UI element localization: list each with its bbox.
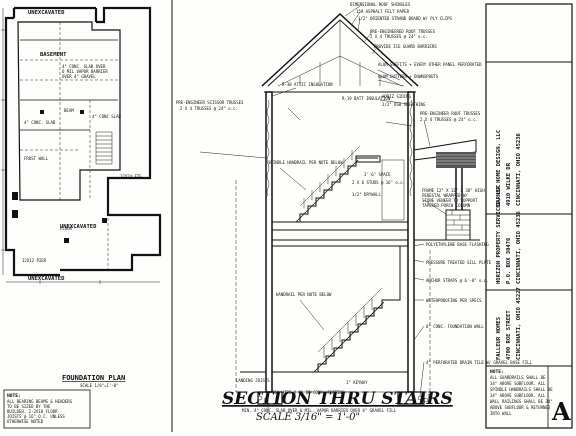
foundation-plan: 4" CONC. SLAB OVER 6 MIL VAPOR BARRIER O… xyxy=(1,0,173,432)
firm3-name: FALLEUR HOMES xyxy=(496,317,502,360)
callout-handrail: HANDRAIL PER NOTE BELOW xyxy=(276,292,332,297)
svg-text:12X12 PIER: 12X12 PIER xyxy=(22,258,47,263)
section-drawing: DIMENSIONAL ROOF SHINGLES 15# ASPHALT FE… xyxy=(176,2,533,423)
callout-alum-soffits: ALUM SOFFITS + EVERY OTHER PANEL PERFORA… xyxy=(378,62,482,67)
firm2-address: P.O. BOX 30476 xyxy=(506,237,512,284)
svg-text:FROST WALL: FROST WALL xyxy=(24,156,49,161)
callout-anchor-straps: ANCHOR STRAPS @ 6'-0" o.c. xyxy=(426,278,489,283)
firm1-name: GARNER HOME DESIGN, LLC xyxy=(496,130,502,206)
foundation-note-title: NOTE: xyxy=(7,393,21,399)
foundation-note-line: ALL BEARING BEAMS & HEADERS xyxy=(7,399,73,404)
section-title: SECTION THRU STAIRS xyxy=(222,389,453,409)
svg-text:4" CONC SLAB: 4" CONC SLAB xyxy=(92,114,121,119)
section-scale: SCALE 3/16" = 1'-0" xyxy=(256,412,360,423)
callout-porch-pedestal: FRAME 12" X 12" X 30" HIGH PEDESTAL WRAP… xyxy=(422,188,487,208)
titleblock-note-line: WALL RAILINGS SHALL BE 34" xyxy=(490,399,553,404)
callout-osb-sheathing: 1/2" OSB SHEATHING xyxy=(382,102,426,107)
label-unexcavated-right: UNEXCAVATED xyxy=(60,224,97,230)
callout-osb-roof: 1/2" ORIENTED STRAND BOARD W/ PLY CLIPS xyxy=(358,16,453,21)
callout-alum-gutters: ALUM GUTTERS + DOWNSPOUTS xyxy=(378,74,439,79)
callout-base-flashing: POLYETHYLENE BASE FLASHING xyxy=(426,242,489,247)
svg-text:BEAM: BEAM xyxy=(64,108,74,113)
firm1-address: 4910 WILKE DR xyxy=(506,162,512,206)
svg-text:FLOOR: FLOOR xyxy=(60,226,73,231)
callout-felt-paper: 15# ASPHALT FELT PAPER xyxy=(356,9,410,14)
callout-porch-trusses: PRE-ENGINEER ROOF TRUSSES xyxy=(420,111,481,116)
foundation-plan-title: FOUNDATION PLAN xyxy=(62,374,125,382)
titleblock-note-line: INTO WALL xyxy=(490,411,512,416)
label-unexcavated-top: UNEXCAVATED xyxy=(28,10,65,16)
callout-studs: 2 X 6 STUDS @ 16" o.c. xyxy=(352,180,405,185)
callout-truss-spacing: 2 X 4 TRUSSES @ 24" o.c. xyxy=(370,34,428,39)
svg-text:6 MIL VAPOR BARRIER: 6 MIL VAPOR BARRIER xyxy=(62,69,108,74)
callout-sill-plate: PRESSURE TREATED SILL PLATE xyxy=(426,260,492,265)
title-block: GARNER HOME DESIGN, LLC 4910 WILKE DR CI… xyxy=(485,3,573,429)
svg-text:OVER 4" GRAVEL: OVER 4" GRAVEL xyxy=(62,74,96,79)
svg-text:4" CONC. SLAB: 4" CONC. SLAB xyxy=(24,120,56,125)
label-basement: BASEMENT xyxy=(40,52,67,58)
titleblock-note-line: 34" ABOVE SUBFLOOR. ALL xyxy=(490,381,546,386)
titleblock-note-line: ABOVE SUBFLOOR & RETURNED xyxy=(490,405,551,410)
callout-attic-insulation: R-38 ATTIC INSULATION xyxy=(282,82,333,87)
callout-ice-guard: PROVIDE ICE GUARD BARRIERS xyxy=(374,44,437,49)
foundation-note-line: TO BE SIZED BY THE xyxy=(7,404,51,409)
sheet-number: A xyxy=(551,397,571,426)
callout-concrete-footing: 16" WIDE X 8" DP CONC. FOOTING xyxy=(272,390,345,395)
titleblock-note-line: ALL GUARDRAILS SHALL BE xyxy=(490,375,546,380)
firm1-city: CINCINNATI, OHIO 45236 xyxy=(516,132,522,206)
svg-text:4" CONC. SLAB OVER: 4" CONC. SLAB OVER xyxy=(62,64,106,69)
titleblock-note-line: SPINDLE HANDRAILS SHALL BE xyxy=(490,387,553,392)
firm2-name: HORIZON PROPERTY SERVICES, LLC xyxy=(496,185,502,284)
callout-porch-truss-spacing: 2 X 4 TRUSSES @ 24" o.c. xyxy=(420,117,478,122)
callout-drywall: 1/2" DRYWALL xyxy=(352,192,381,197)
titleblock-note-title: NOTE: xyxy=(490,369,504,375)
callout-drain-tile: 4" PERFORATED DRAIN TILE W/ GRAVEL BASE … xyxy=(426,360,533,365)
foundation-note-line: OTHERWISE NOTED xyxy=(7,419,44,424)
firm2-city: CINCINNATI, OHIO 45236 xyxy=(516,210,522,284)
callout-scissor-trusses: PRE-ENGINEER SCISSOR TRUSSES xyxy=(176,100,244,105)
label-unexcavated-bottom: UNEXCAVATED xyxy=(28,276,65,282)
firm3-address: 4700 ROE STREET xyxy=(506,310,512,360)
callout-batt-insulation: R-19 BATT INSULATION xyxy=(342,96,391,101)
callout-roof-trusses: PRE-ENGINEERED ROOF TRUSSES xyxy=(370,29,436,34)
callout-concrete-slab: MIN. 4" CONC. SLAB OVER 6 MIL. VAPOR BAR… xyxy=(242,408,397,413)
titleblock-note-line: 34" ABOVE SUBFLOOR. ALL xyxy=(490,393,546,398)
callout-waterproofing: WATERPROOFING PER SPECS xyxy=(426,298,482,303)
svg-text:12X24 FTG: 12X24 FTG xyxy=(120,174,142,179)
foundation-plan-scale: SCALE 1/8"=1'-0" xyxy=(80,383,119,388)
callout-keyway: 1" KEYWAY xyxy=(346,380,368,385)
callout-horiz-siding: HORIZ SIDING xyxy=(382,94,411,99)
callout-foundation-wall: 8" CONC. FOUNDATION WALL xyxy=(426,324,484,329)
callout-space: 3'-6" SPACE xyxy=(364,172,391,177)
callout-spindle-handrail: SPINDLE HANDRAIL PER NOTE BELOW xyxy=(268,160,343,165)
callout-roof-shingles: DIMENSIONAL ROOF SHINGLES xyxy=(350,2,411,7)
foundation-note-line: JOISTS @ 16" O.C. UNLESS xyxy=(7,414,65,419)
firm3-city: CINCINNATI, OHIO 45227 xyxy=(516,287,522,360)
callout-landing-joists: LANDING JOISTS xyxy=(236,378,270,383)
callout-scissor-spacing: 2 X 4 TRUSSES @ 24" o.c. xyxy=(180,106,238,111)
foundation-note-line: BUILDER. 2-2X10 FLOOR xyxy=(7,409,58,414)
